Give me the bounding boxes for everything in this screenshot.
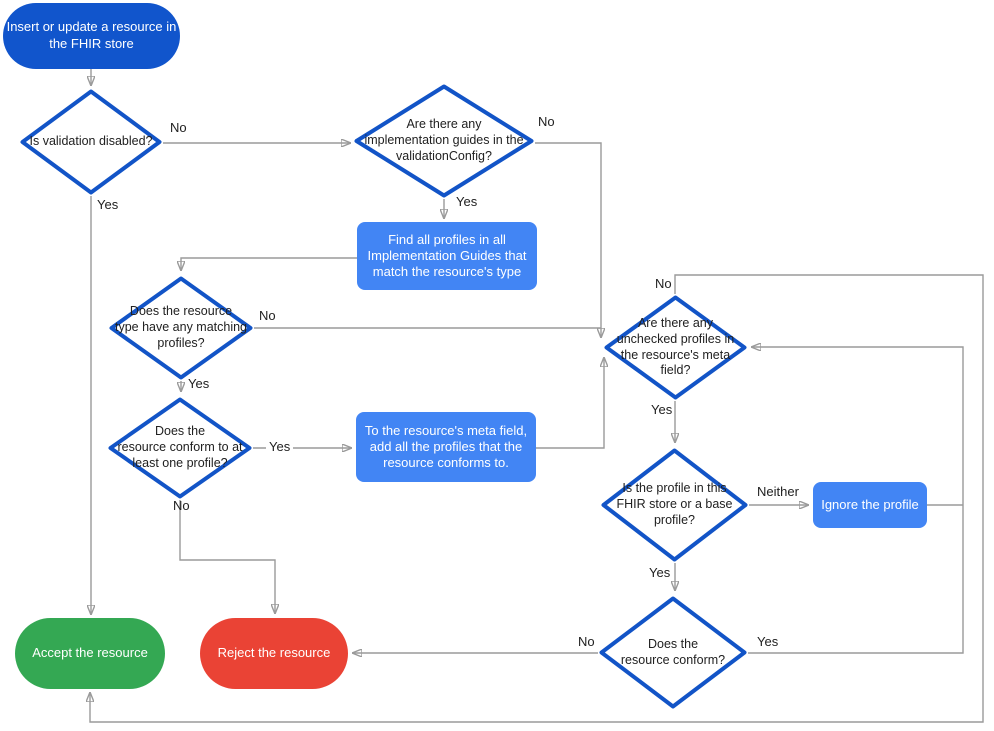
decision-implementation-guides: Are there any implementation guides in t…: [353, 83, 535, 199]
edge-findprofiles-to-matching: [181, 257, 357, 271]
decision-label: Does the resource conform to at least on…: [117, 424, 243, 470]
edge-label-validation-no: No: [170, 120, 187, 135]
edge-label-conformone-yes: Yes: [266, 439, 294, 454]
decision-unchecked-profiles: Are there any unchecked profiles in the …: [603, 294, 748, 401]
edge-label-unchecked-yes: Yes: [651, 402, 673, 417]
edge-unchecked-no-accept: [90, 274, 984, 723]
decision-profile-in-store: Is the profile in this FHIR store or a b…: [600, 447, 749, 563]
edge-addprofiles-to-unchecked: [536, 357, 604, 449]
decision-label: Does the resource type have any matching…: [114, 304, 248, 350]
decision-matching-profiles: Does the resource type have any matching…: [108, 275, 254, 381]
start-node: Insert or update a resource in the FHIR …: [3, 3, 180, 69]
decision-label: Are there any unchecked profiles in the …: [616, 315, 735, 378]
edge-label-profile-yes: Yes: [649, 565, 671, 580]
edge-label-matching-yes: Yes: [188, 376, 210, 391]
edge-label-conform-yes: Yes: [757, 634, 779, 649]
edge-label-unchecked-no: No: [655, 276, 672, 291]
decision-conform-one-profile: Does the resource conform to at least on…: [107, 396, 253, 500]
edge-conform-yes-loop: [748, 347, 964, 654]
edge-conformone-no-reject: [179, 500, 275, 614]
decision-does-conform: Does the resource conform?: [598, 595, 748, 710]
accept-node: Accept the resource: [15, 618, 165, 689]
edge-implguides-no: [535, 142, 601, 338]
edge-label-matching-no: No: [259, 308, 276, 323]
reject-node: Reject the resource: [200, 618, 348, 689]
decision-label: Is validation disabled?: [29, 134, 153, 149]
decision-label: Are there any implementation guides in t…: [364, 117, 524, 163]
decision-label: Does the resource conform?: [620, 636, 726, 667]
edge-label-implguides-no: No: [538, 114, 555, 129]
decision-is-validation-disabled: Is validation disabled?: [19, 88, 163, 196]
process-ignore-profile: Ignore the profile: [813, 482, 927, 528]
decision-label: Is the profile in this FHIR store or a b…: [616, 481, 733, 527]
edge-label-validation-yes: Yes: [97, 197, 119, 212]
edge-label-implguides-yes: Yes: [456, 194, 478, 209]
edge-label-conformone-no: No: [173, 498, 190, 513]
edge-label-conform-no: No: [578, 634, 595, 649]
process-find-profiles: Find all profiles in all Implementation …: [357, 222, 537, 290]
process-add-profiles: To the resource's meta field, add all th…: [356, 412, 536, 482]
edge-label-profile-neither: Neither: [757, 484, 799, 499]
